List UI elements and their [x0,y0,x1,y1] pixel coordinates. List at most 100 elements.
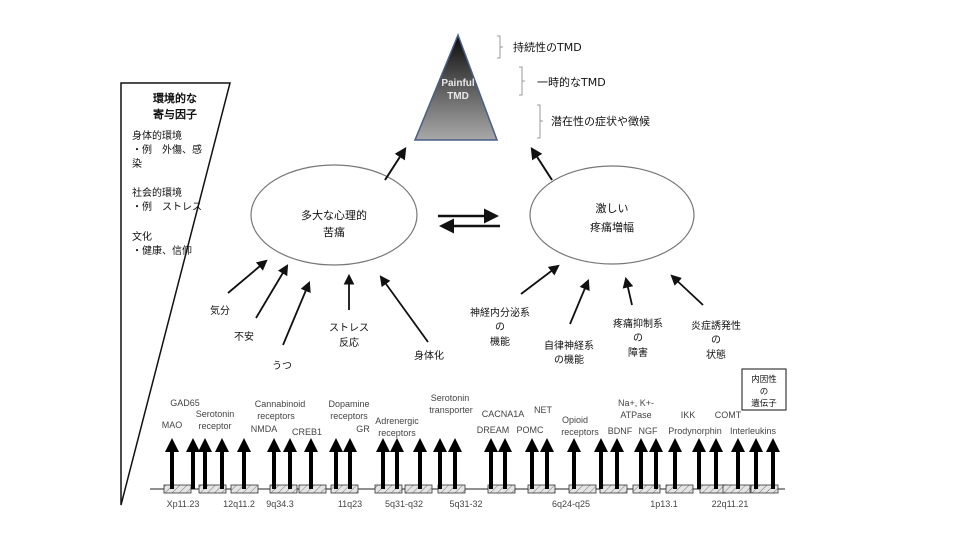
env-culture-2: ・健康、信仰 [132,244,192,257]
gene-gad65: GAD65 [170,398,200,408]
pain-inhibition-2: の [633,333,643,344]
psych-factor-arrows [227,259,429,346]
factor-somatization: 身体化 [414,349,444,362]
factor-depression: うつ [272,360,292,372]
gene-arrow [215,438,229,489]
locus-box [665,484,694,494]
neuroendocrine-2: の [495,322,505,333]
bracket-persistent [497,35,503,59]
gene-arrow [484,438,498,489]
gene-dream: DREAM [477,425,510,435]
gene-gr: GR [356,424,370,434]
gene-arrow [610,438,624,489]
env-social-1: 社会的環境 [132,186,182,199]
locus-22q11-21: 22q11.21 [712,499,749,509]
locus-6q24-q25: 6q24-q25 [552,499,590,509]
triangle-label-2: TMD [447,91,469,102]
gene-arrow [433,438,447,489]
pain-amp-line-2: 疼痛増幅 [590,220,634,234]
gene-arrow [413,438,427,489]
locus-box [198,484,227,494]
gene-arrow [343,438,357,489]
gene-arrow [329,438,343,489]
gene-arrow [692,438,706,489]
neuroendocrine-1: 神経内分泌系 [470,306,530,319]
psych-distress-line-2: 苦痛 [323,225,345,239]
proinflammatory-3: 状態 [706,348,726,361]
genes-box-line-2: の [760,387,769,397]
neuroendocrine-3: 機能 [490,335,510,348]
gene-arrow [448,438,462,489]
gene-dopamine-2: receptors [330,411,368,421]
triangle-levels: 持続性のTMD 一時的なTMD 潜在性の症状や徴候 [497,35,650,139]
gene-arrow [304,438,318,489]
gene-arrow [390,438,404,489]
gene-nmda: NMDA [251,424,278,434]
gene-opioid-2: receptors [561,427,599,437]
bidirectional-arrows [438,208,500,234]
locus-box [437,484,466,494]
gene-pomc: POMC [517,425,545,435]
gene-arrow [731,438,745,489]
gene-arrow [376,438,390,489]
gene-serotonin-transporter-1: Serotonin [431,393,470,403]
gene-arrow [198,438,212,489]
gene-opioid-1: Opioid [562,415,588,425]
psych-factor-labels: 気分 不安 うつ ストレス 反応 身体化 [210,304,444,372]
locus-box [163,484,192,494]
gene-adrenergic-2: receptors [378,428,416,438]
gene-arrow [267,438,281,489]
locus-box [269,484,298,494]
proinflammatory-2: の [711,335,721,346]
gene-arrow [567,438,581,489]
pain-amp-line-1: 激しい [596,201,629,215]
genes-box-line-3: 遺伝子 [751,398,777,409]
env-title-2: 寄与因子 [153,107,197,121]
gene-arrow [283,438,297,489]
gene-arrow [634,438,648,489]
locus-9q34-3: 9q34.3 [266,499,294,509]
locus-1p13-1: 1p13.1 [650,499,678,509]
gene-bdnf: BDNF [608,426,633,436]
gene-net: NET [534,405,553,415]
gene-arrow [498,438,512,489]
gene-arrow [649,438,663,489]
locus-box [330,484,359,494]
bracket-latent [537,104,543,139]
autonomic-1: 自律神経系 [544,339,594,352]
locus-box [599,484,628,494]
env-physical-1: 身体的環境 [132,129,182,142]
gene-labels: MAO GAD65 Serotonin receptor NMDA Cannab… [162,393,777,438]
locus-5q31-q32: 5q31-q32 [385,499,423,509]
gene-arrow [594,438,608,489]
gene-arrow [749,438,763,489]
locus-box [527,484,556,494]
locus-11q23: 11q23 [338,499,362,509]
gene-arrow [709,438,723,489]
locus-box [568,484,597,494]
gene-cannabinoid-1: Cannabinoid [255,399,306,409]
bracket-transient [519,66,525,96]
gene-dopamine-1: Dopamine [328,399,369,409]
pain-amplification-node: 激しい 疼痛増幅 [529,165,695,265]
locus-box [750,484,779,494]
locus-xp11-23: Xp11.23 [167,499,200,509]
gene-interleukins: Interleukins [730,426,777,436]
endogenous-genes-box: 内因性 の 遺伝子 [741,368,787,411]
env-physical-3: 染 [132,157,142,170]
gene-comt: COMT [715,410,742,420]
triangle-label-1: Painful [441,78,475,89]
environmental-factors-wedge: 環境的な 寄与因子 身体的環境 ・例 外傷、感 染 社会的環境 ・例 ストレス … [120,82,231,506]
factor-anxiety: 不安 [234,330,254,343]
env-social-2: ・例 ストレス [132,200,202,213]
env-culture-1: 文化 [132,230,152,243]
locus-5q31-32: 5q31-32 [449,499,482,509]
locus-12q11-2: 12q11.2 [223,499,255,509]
locus-box [487,484,516,494]
proinflammatory-1: 炎症誘発性 [691,319,741,332]
locus-box [632,484,661,494]
painful-tmd-triangle: Painful TMD [413,32,499,141]
locus-labels: Xp11.23 12q11.2 9q34.3 11q23 5q31-q32 5q… [167,499,749,509]
gene-prodynorphin: Prodynorphin [668,426,722,436]
